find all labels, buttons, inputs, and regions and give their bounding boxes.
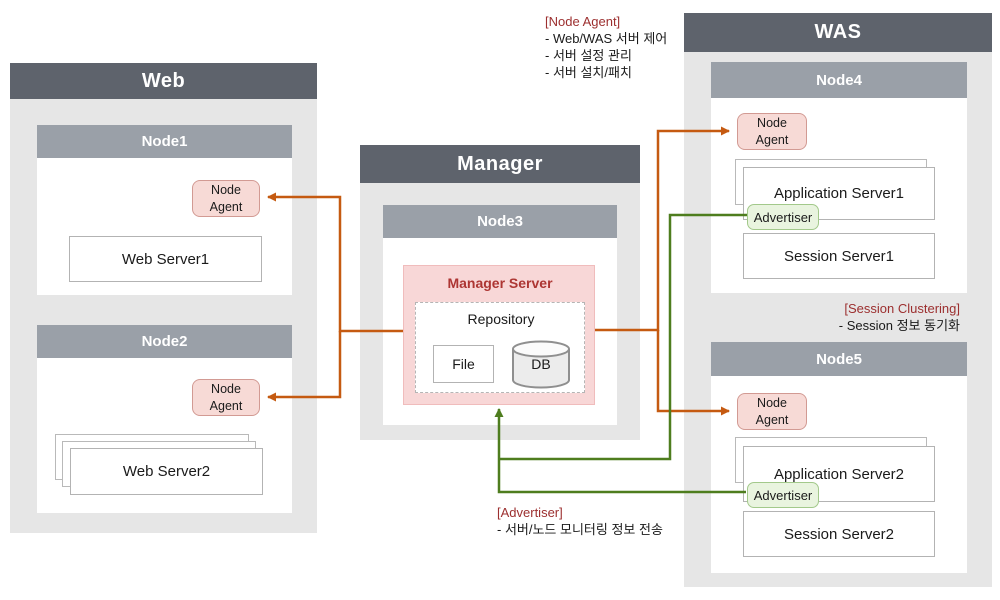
node5-title: Node5	[711, 342, 967, 376]
manager-zone-title: Manager	[360, 145, 640, 183]
annotation-line: - 서버/노드 모니터링 정보 전송	[497, 522, 663, 537]
node2-node-agent: Node Agent	[192, 379, 260, 416]
node1: Node1 Node Agent Web Server1	[37, 125, 292, 295]
session-clustering-annotation: [Session Clustering] - Session 정보 동기화	[768, 300, 960, 334]
node3-title: Node3	[383, 205, 617, 238]
node2-title: Node2	[37, 325, 292, 358]
node2: Node2 Node Agent Web Server2	[37, 325, 292, 513]
annotation-line: - Session 정보 동기화	[838, 318, 960, 333]
manager-server-box: Manager Server Repository File DB	[403, 265, 595, 405]
node4: Node4 Node Agent Application Server1 Adv…	[711, 62, 967, 293]
annotation-line: - Web/WAS 서버 제어	[545, 31, 668, 46]
file-storage-box: File	[433, 345, 494, 383]
session-server2-box: Session Server2	[743, 511, 935, 557]
manager-zone: Manager Node3 Manager Server Repository …	[360, 145, 640, 440]
web-server1-box: Web Server1	[69, 236, 262, 282]
web-zone-title: Web	[10, 63, 317, 99]
node1-node-agent: Node Agent	[192, 180, 260, 217]
repository-title: Repository	[467, 311, 535, 327]
annotation-line: - 서버 설치/패치	[545, 65, 632, 80]
repository-box: Repository File DB	[415, 302, 585, 393]
node-agent-annotation: [Node Agent] - Web/WAS 서버 제어 - 서버 설정 관리 …	[545, 13, 667, 81]
node5-advertiser: Advertiser	[747, 482, 819, 508]
advertiser-annotation: [Advertiser] - 서버/노드 모니터링 정보 전송	[497, 504, 663, 538]
web-zone: Web Node1 Node Agent Web Server1 Node2 N…	[10, 63, 317, 533]
node1-title: Node1	[37, 125, 292, 158]
database-label: DB	[531, 356, 551, 372]
node4-node-agent: Node Agent	[737, 113, 807, 150]
manager-server-title: Manager Server	[447, 275, 553, 291]
annotation-line: - 서버 설정 관리	[545, 48, 632, 63]
was-zone-title: WAS	[684, 13, 992, 52]
session-clustering-annotation-title: [Session Clustering]	[844, 301, 960, 316]
application-server1-box: Application Server1	[743, 167, 935, 220]
node5: Node5 Node Agent Application Server2 Adv…	[711, 342, 967, 573]
node4-title: Node4	[711, 62, 967, 98]
node4-advertiser: Advertiser	[747, 204, 819, 230]
advertiser-annotation-title: [Advertiser]	[497, 505, 563, 520]
session-server1-box: Session Server1	[743, 233, 935, 279]
web-server2-box: Web Server2	[70, 448, 263, 495]
node3: Node3 Manager Server Repository File DB	[383, 205, 617, 425]
node-agent-annotation-title: [Node Agent]	[545, 14, 621, 29]
node5-node-agent: Node Agent	[737, 393, 807, 430]
